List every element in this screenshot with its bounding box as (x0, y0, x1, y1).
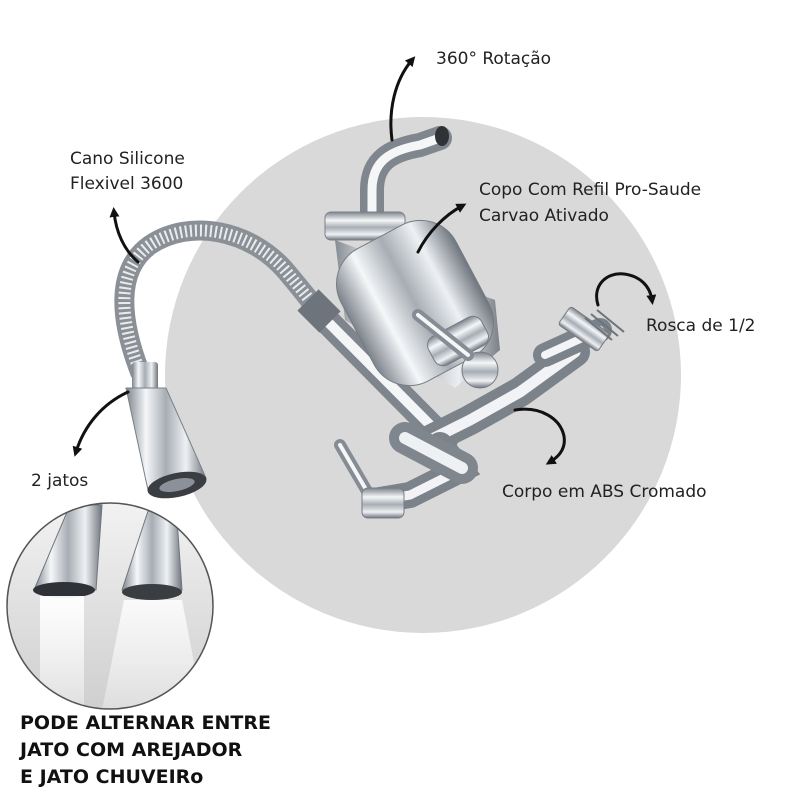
bottom-note: PODE ALTERNAR ENTRE JATO COM AREJADOR E … (20, 710, 271, 791)
bottom-note-line2: JATO COM AREJADOR (20, 739, 243, 761)
label-filter-line2: Carvao Ativado (479, 206, 609, 226)
label-jets: 2 jatos (31, 471, 89, 491)
label-hose-line1: Cano Silicone (70, 149, 185, 169)
jet-modes-inset (6, 502, 214, 710)
circular-arrow-icon (513, 407, 566, 465)
faucet-body (334, 309, 590, 519)
annotation-arrows (72, 56, 657, 465)
label-filter-line1: Copo Com Refil Pro-Saude (479, 180, 702, 200)
flexible-hose (114, 220, 328, 382)
label-thread: Rosca de 1/2 (646, 316, 756, 336)
thread-connector (533, 306, 625, 367)
circular-arrow-icon (595, 272, 657, 307)
swivel-spout (360, 126, 452, 234)
curved-arrow-icon (389, 56, 416, 142)
bottom-note-line3: E JATO CHUVEIRo (20, 766, 204, 788)
curved-arrow-icon (109, 207, 140, 264)
label-hose-line2: Flexivel 3600 (70, 174, 184, 194)
diagonal-pipe (297, 289, 458, 453)
curved-arrow-icon (416, 203, 467, 254)
spray-head (125, 362, 207, 499)
label-body: Corpo em ABS Cromado (502, 482, 707, 502)
bottom-note-line1: PODE ALTERNAR ENTRE (20, 712, 271, 734)
label-rotation: 360° Rotação (436, 49, 552, 69)
curved-arrow-icon (72, 390, 130, 457)
